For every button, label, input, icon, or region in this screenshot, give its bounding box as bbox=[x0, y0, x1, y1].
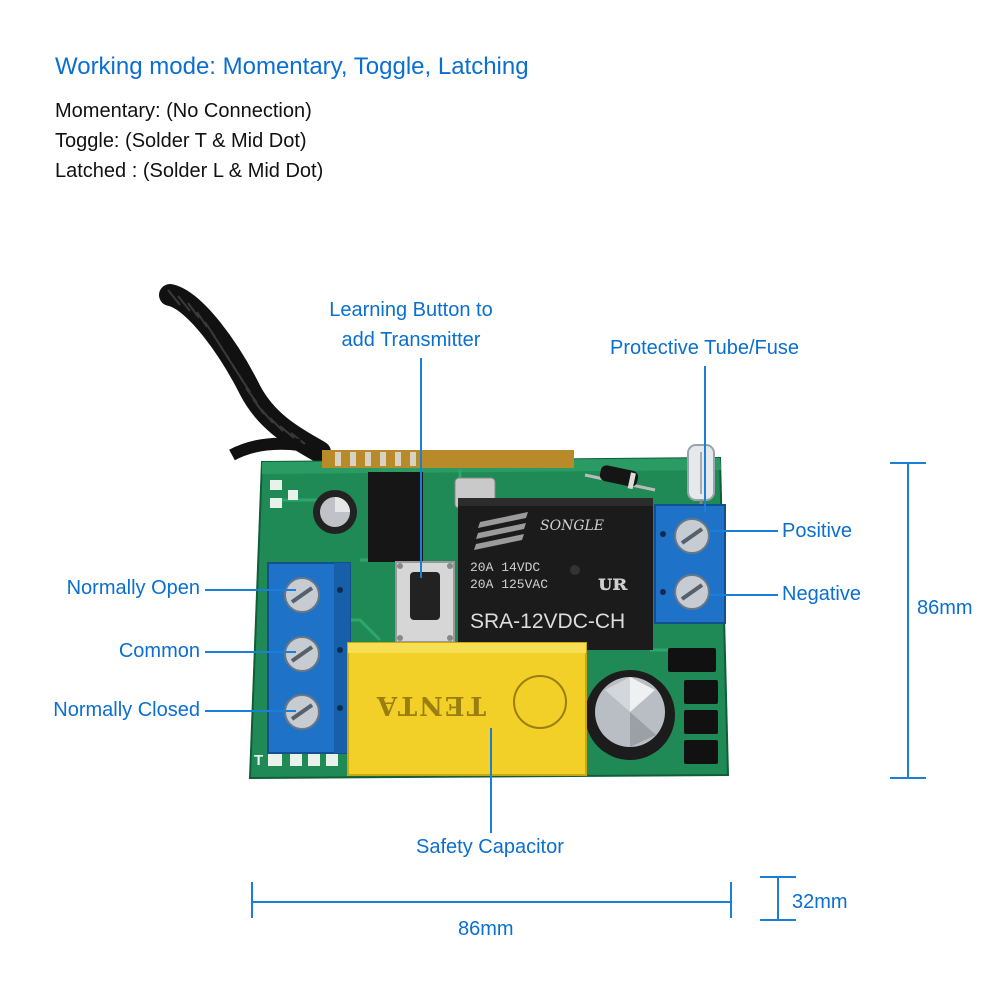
diode bbox=[584, 465, 656, 492]
mode-momentary: Momentary: (No Connection) bbox=[55, 100, 312, 122]
smd-components bbox=[668, 648, 718, 764]
width-dimension-label: 86mm bbox=[458, 918, 514, 940]
callout-lines bbox=[205, 358, 778, 833]
common-label: Common bbox=[118, 640, 200, 662]
mode-latched: Latched : (Solder L & Mid Dot) bbox=[55, 160, 324, 182]
normally-open-label: Normally Open bbox=[66, 577, 200, 599]
rf-module bbox=[322, 450, 574, 468]
normally-closed-label: Normally Closed bbox=[53, 699, 200, 721]
ic-chip bbox=[368, 472, 423, 562]
capacitor-brand: TENTA bbox=[375, 690, 487, 720]
learning-button-label: Learning Button to add Transmitter bbox=[306, 295, 516, 355]
learning-button bbox=[395, 561, 455, 643]
mode-toggle: Toggle: (Solder T & Mid Dot) bbox=[55, 130, 307, 152]
safety-capacitor-label: Safety Capacitor bbox=[416, 836, 564, 858]
page-title: Working mode: Momentary, Toggle, Latchin… bbox=[55, 53, 529, 80]
output-terminal-block bbox=[267, 562, 351, 754]
dimension-lines bbox=[251, 462, 926, 921]
learning-button-label-line1: Learning Button to bbox=[329, 299, 493, 321]
electrolytic-capacitor bbox=[585, 670, 675, 760]
safety-capacitor bbox=[347, 642, 587, 776]
negative-label: Negative bbox=[782, 583, 861, 605]
fuse bbox=[687, 444, 715, 515]
thickness-dimension-label: 32mm bbox=[792, 891, 848, 913]
svg-text:ᴜʀ: ᴜʀ bbox=[598, 570, 628, 596]
small-capacitor bbox=[313, 490, 357, 534]
silkscreen-t: T bbox=[254, 752, 264, 769]
relay-brand: SONGLE bbox=[540, 518, 605, 534]
learning-button-label-line2: add Transmitter bbox=[341, 329, 481, 351]
positive-label: Positive bbox=[782, 520, 853, 542]
height-dimension-label: 86mm bbox=[917, 597, 973, 619]
relay-model: SRA-12VDC-CH bbox=[470, 610, 626, 633]
power-terminal-block bbox=[654, 504, 726, 624]
relay-rating-1: 20A 14VDC bbox=[470, 560, 541, 575]
antenna-coil bbox=[159, 284, 331, 463]
relay-rating-2: 20A 125VAC bbox=[470, 577, 549, 592]
fuse-label: Protective Tube/Fuse bbox=[610, 337, 799, 359]
relay: ᴜʀ bbox=[458, 498, 653, 650]
